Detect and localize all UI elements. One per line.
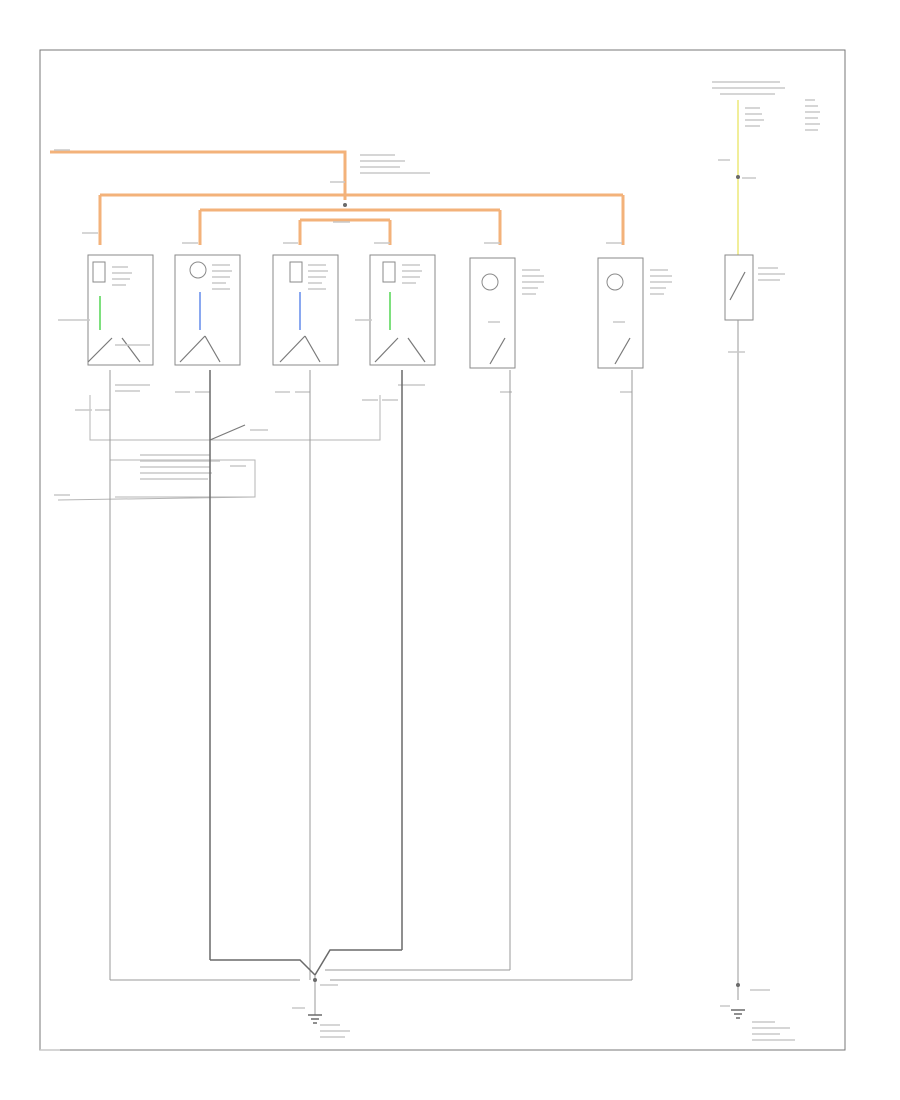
ground-symbol-1 bbox=[292, 1007, 350, 1038]
connector-labels bbox=[75, 391, 632, 411]
lamp-assembly-2 bbox=[174, 242, 241, 366]
lamp-assembly-7 bbox=[712, 81, 820, 1000]
lamp-assembly-5 bbox=[469, 242, 544, 369]
ground-wires bbox=[109, 370, 633, 1015]
feed-orange-top bbox=[50, 149, 625, 245]
switch-assembly-dashed bbox=[54, 395, 381, 501]
lamp-assembly-6 bbox=[597, 242, 672, 369]
ground-symbol-2 bbox=[720, 983, 795, 1041]
diagram-frame bbox=[39, 49, 846, 1051]
splice-label-top bbox=[330, 154, 430, 223]
lamp-assembly-4 bbox=[355, 242, 436, 386]
lamp-assembly-3 bbox=[272, 242, 339, 366]
lamp-assembly-1 bbox=[58, 232, 154, 392]
